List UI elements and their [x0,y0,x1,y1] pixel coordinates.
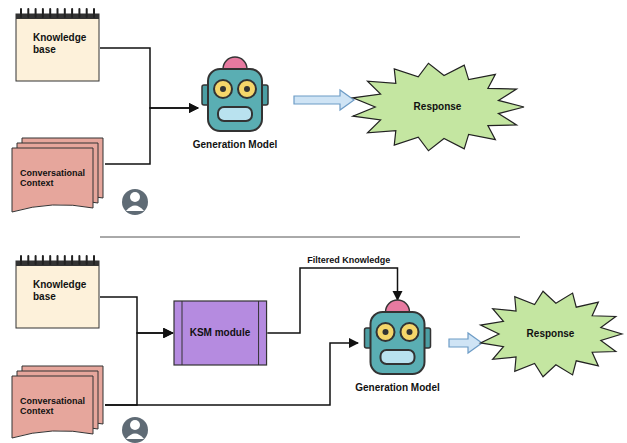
node-label: KSM module [190,327,251,339]
connector-line [100,297,173,333]
user-icon [122,189,148,215]
connector-line [105,108,198,164]
node-label: Knowledge base [33,279,92,302]
connector-line [100,48,198,108]
node-label: Conversational Context [20,168,95,189]
connector-line [105,333,173,405]
edge-label: Filtered Knowledge [305,255,392,265]
knowledge-base-notepad: Knowledge base [15,8,100,82]
context-pages: Conversational Context [12,366,105,440]
node-label: Conversational Context [20,396,95,417]
block-arrow [449,333,482,353]
knowledge-base-notepad-outline [15,8,100,82]
separator-line [100,237,520,238]
response-starburst: Response [478,290,623,378]
response-starburst: Response [350,62,525,152]
node-label: Generation Model [350,382,445,394]
node-label: Knowledge base [33,32,92,55]
knowledge-base-notepad-outline [15,255,100,329]
generation-robot: Generation Model [180,55,290,163]
context-pages: Conversational Context [12,138,105,214]
node-label: Generation Model [180,139,290,151]
user-icon [122,417,148,443]
ksm-module-box: KSM module [173,300,268,366]
node-label: Response [414,101,462,113]
knowledge-base-notepad: Knowledge base [15,255,100,329]
block-arrow [294,90,354,110]
node-label: Response [527,328,575,340]
generation-robot: Generation Model [350,298,445,406]
